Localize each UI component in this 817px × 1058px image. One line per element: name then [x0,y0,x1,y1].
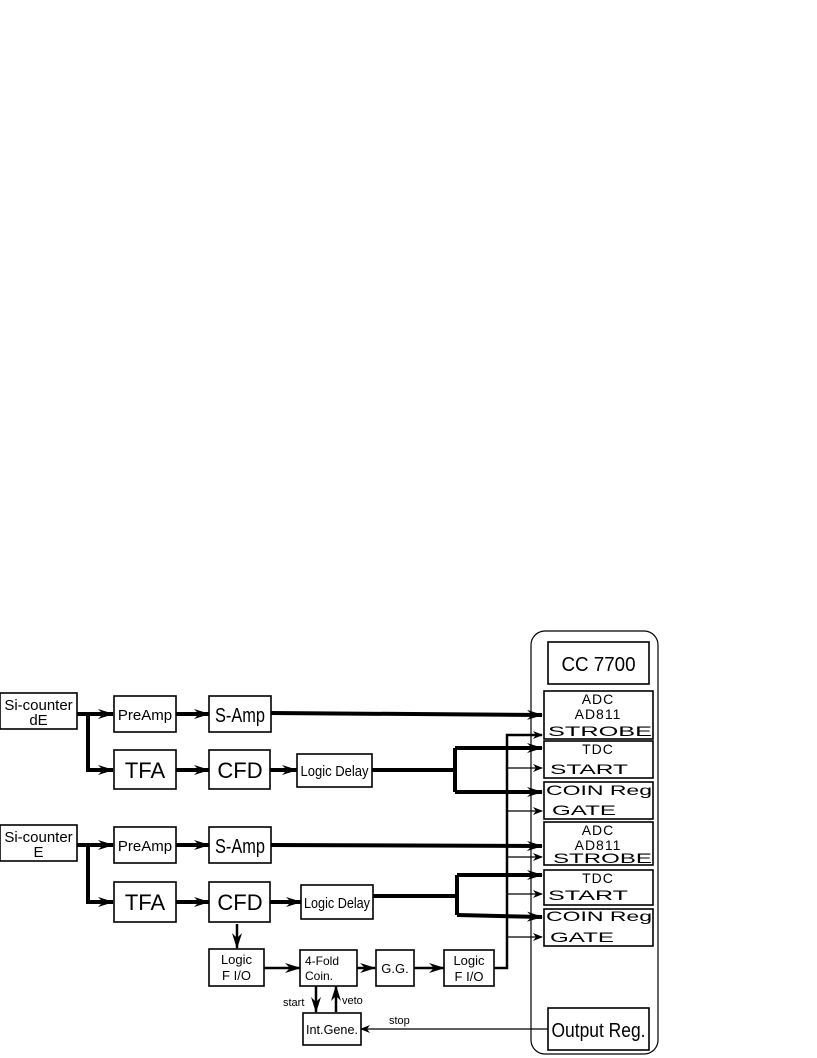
si-counter-de-box [0,692,78,730]
fourfold-coin-box [299,949,358,987]
cc7700-label: CC 7700 [562,654,636,676]
wire-samp-to-adc1 [270,709,543,720]
samp-bottom-box [208,826,272,864]
gate-generator-label: G.G. [381,961,408,976]
tdc1-box [543,740,654,779]
int-gene-label: Int.Gene. [306,1022,358,1037]
samp-top-label: S-Amp [215,705,265,727]
logic-fio-left-sublabel: F I/O [222,968,251,983]
adc2-strobe-label: STROBE [553,850,652,866]
tdc1-start-label: START [550,761,629,777]
si-counter-e-sublabel: E [33,844,43,861]
wire-si-e-to-tfa [86,845,114,907]
tfa-bottom-box [113,881,177,923]
logic-fio-right-box [443,949,495,987]
adc2-label: ADC [582,822,615,838]
wire-samp-to-adc2 [270,840,543,851]
coin-reg1-box [543,781,654,820]
cc7700-box [547,641,650,685]
adc2-box [543,821,654,866]
cfd-bottom-label: CFD [217,890,262,915]
wire-delay-to-split-top [372,748,542,792]
samp-bottom-label: S-Amp [215,836,265,858]
si-counter-e-box [0,824,78,862]
logic-fio-left-box [208,948,265,987]
si-counter-e-label: Si-counter [4,829,72,846]
preamp-bottom-label: PreAmp [118,838,172,855]
output-reg-label: Output Reg. [552,1020,646,1042]
tfa-top-box [113,749,177,790]
tfa-bottom-label: TFA [125,890,166,915]
coin-reg1-label: COIN Reg [546,782,652,798]
fourfold-coin-label: 4-Fold [305,954,339,968]
logic-delay-bottom-label: Logic Delay [304,895,370,912]
logic-delay-top-label: Logic Delay [301,763,369,780]
stop-signal-label: stop [389,1015,410,1027]
samp-top-box [208,695,272,733]
logic-delay-bottom-box [300,884,374,920]
output-reg-box [547,1007,650,1051]
logic-delay-top-box [296,753,373,788]
tdc2-box [543,869,654,906]
preamp-top-label: PreAmp [118,707,172,724]
cfd-top-label: CFD [217,758,262,783]
wire-fanout-bus [494,733,542,970]
tdc2-label: TDC [582,870,614,886]
int-gene-box [302,1012,362,1046]
adc1-model: AD811 [575,706,622,722]
preamp-top-box [113,695,177,733]
si-counter-de-label: Si-counter [4,697,72,714]
coin-reg1-gate-label: GATE [552,802,616,818]
wire-si-de-to-tfa [86,714,114,775]
adc1-label: ADC [582,691,615,707]
cfd-bottom-box [208,881,271,923]
start-signal-label: start [283,997,304,1009]
coin-reg2-box [543,908,654,947]
coin-reg2-gate-label: GATE [550,929,614,945]
preamp-bottom-box [113,826,177,864]
adc1-strobe-label: STROBE [548,723,652,739]
wire-delay-to-split-bottom [372,875,542,915]
gate-generator-box [375,949,415,987]
wire-split-to-coin2 [456,911,543,922]
adc2-model: AD811 [575,837,622,853]
veto-signal-label: veto [342,995,363,1007]
tdc1-label: TDC [582,741,614,757]
logic-fio-right-label: Logic [453,953,485,968]
adc1-box [543,690,654,740]
logic-fio-left-label: Logic [221,952,253,967]
fourfold-coin-sublabel: Coin. [305,969,333,983]
tfa-top-label: TFA [125,758,166,783]
si-counter-de-sublabel: dE [29,712,47,729]
cfd-top-box [208,749,271,790]
coin-reg2-label: COIN Reg [546,908,652,924]
tdc2-start-label: START [548,887,629,903]
logic-fio-right-sublabel: F I/O [455,969,484,984]
